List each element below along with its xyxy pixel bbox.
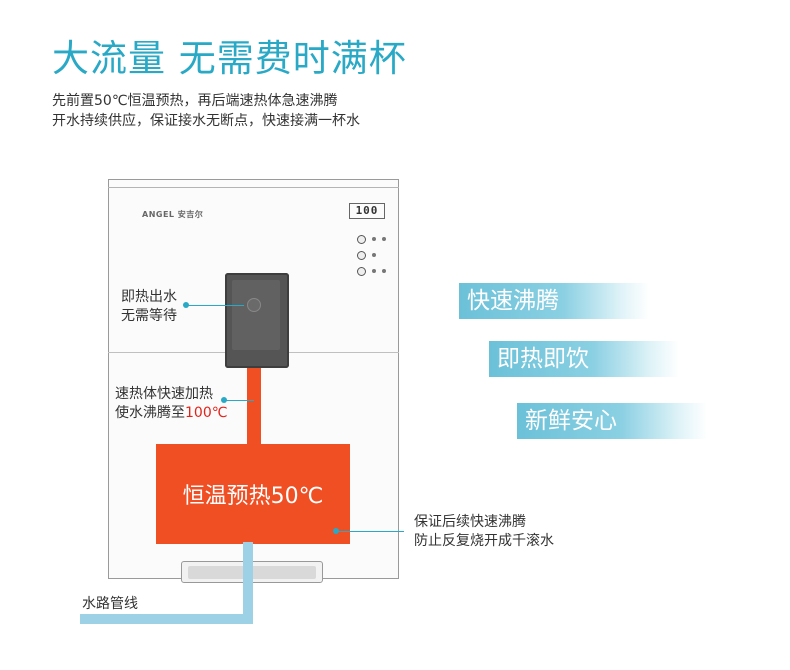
callout-boil: 速热体快速加热 使水沸腾至100℃ [115, 385, 227, 423]
subtitle-line-2: 开水持续供应，保证接水无断点，快速接满一杯水 [52, 113, 360, 129]
page-title: 大流量 无需费时满杯 [52, 37, 407, 80]
callout-leader-line [224, 400, 254, 401]
faucet-face [232, 280, 280, 350]
feature-banner-fast-boil: 快速沸腾 [459, 283, 649, 319]
brand-logo: ANGEL 安吉尔 [142, 210, 204, 219]
callout-continuous: 保证后续快速沸腾 防止反复烧开成千滚水 [414, 513, 554, 551]
boil-temperature: 100℃ [185, 405, 228, 421]
water-pipe-vertical [243, 542, 253, 624]
feature-banner-instant-drink: 即热即饮 [489, 341, 679, 377]
indicator-icon [382, 269, 386, 273]
pipe-label: 水路管线 [82, 596, 138, 612]
water-pipe-horizontal [80, 614, 253, 624]
hot-water-pipe [247, 368, 261, 446]
callout-dot [183, 302, 189, 308]
indicator-icon [382, 237, 386, 241]
temperature-display: 100 [349, 203, 385, 219]
callout-continuous-line-2: 防止反复烧开成千滚水 [414, 533, 554, 549]
callout-dot [333, 528, 339, 534]
preheat-tank-label: 恒温预热50℃ [182, 484, 324, 509]
preheat-tank [156, 444, 350, 544]
feature-banner-fresh: 新鲜安心 [517, 403, 707, 439]
faucet-button-icon[interactable] [247, 298, 261, 312]
callout-instant: 即热出水 无需等待 [121, 288, 177, 326]
callout-instant-line-1: 即热出水 [121, 289, 177, 305]
callout-continuous-line-1: 保证后续快速沸腾 [414, 514, 526, 530]
control-button-3[interactable] [357, 267, 366, 276]
dispenser-top-strip [108, 179, 399, 188]
indicator-icon [372, 237, 376, 241]
control-button-2[interactable] [357, 251, 366, 260]
callout-instant-line-2: 无需等待 [121, 308, 177, 324]
callout-boil-line-2: 使水沸腾至100℃ [115, 405, 228, 421]
callout-leader-line [184, 305, 244, 306]
indicator-icon [372, 253, 376, 257]
callout-dot [221, 397, 227, 403]
callout-boil-line-1: 速热体快速加热 [115, 386, 213, 402]
control-button-1[interactable] [357, 235, 366, 244]
indicator-icon [372, 269, 376, 273]
callout-leader-line [336, 531, 404, 532]
subtitle-line-1: 先前置50℃恒温预热，再后端速热体急速沸腾 [52, 93, 338, 109]
